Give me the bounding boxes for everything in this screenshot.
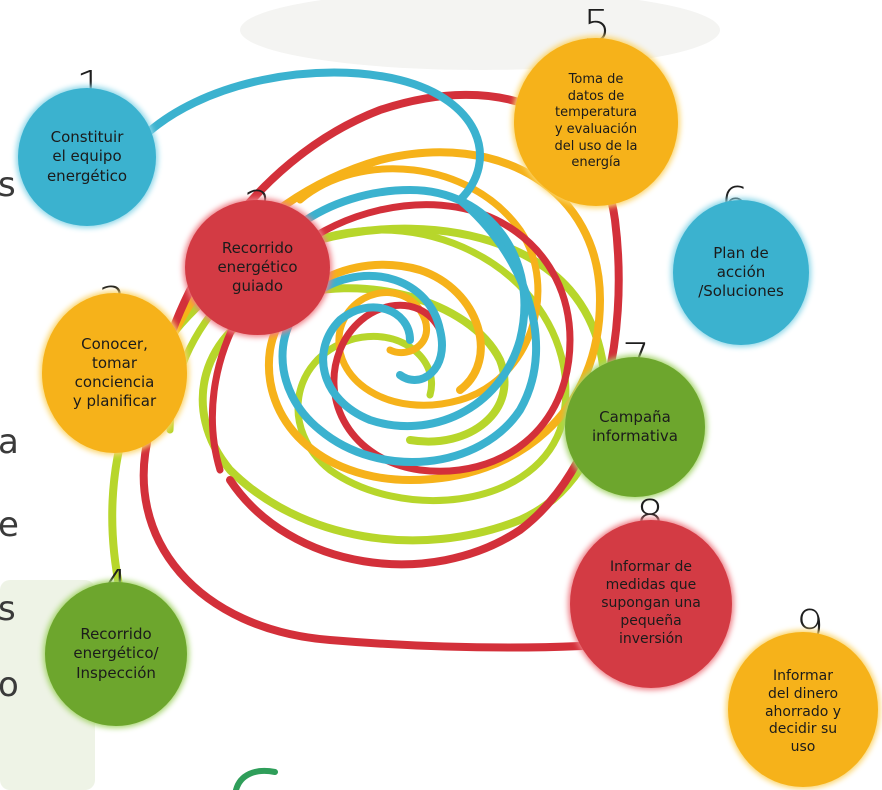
step-4-bubble: Recorrido energético/ Inspección xyxy=(45,582,187,726)
step-5-label: Toma de datos de temperatura y evaluació… xyxy=(554,72,638,171)
step-5-bubble: Toma de datos de temperatura y evaluació… xyxy=(514,38,678,206)
step-4-label: Recorrido energético/ Inspección xyxy=(73,625,159,682)
step-7-label: Campaña informativa xyxy=(592,407,678,445)
edge-letter: o xyxy=(0,665,19,705)
step-2-bubble: Recorrido energético guiado xyxy=(185,200,330,335)
step-1-bubble: Constituir el equipo energético xyxy=(18,88,156,226)
edge-letter: s xyxy=(0,589,16,629)
step-9-label: Informar del dinero ahorrado y decidir s… xyxy=(764,667,842,756)
step-9-bubble: Informar del dinero ahorrado y decidir s… xyxy=(728,632,878,787)
edge-letter: e xyxy=(0,505,19,545)
green-accent xyxy=(233,768,278,790)
blue-loop-inner xyxy=(236,186,529,431)
edge-letter: s xyxy=(0,165,16,205)
step-1-label: Constituir el equipo energético xyxy=(46,128,128,185)
step-7-bubble: Campaña informativa xyxy=(565,357,705,497)
step-2-label: Recorrido energético guiado xyxy=(217,238,298,296)
red-loop-outer xyxy=(139,90,654,652)
step-8-label: Informar de medidas que supongan una peq… xyxy=(601,559,701,647)
step-3-label: Conocer, tomar conciencia y planificar xyxy=(72,334,157,411)
step-3-bubble: Conocer, tomar conciencia y planificar xyxy=(42,293,187,453)
step-6-label: Plan de acción /Soluciones xyxy=(698,243,784,301)
blue-loop-outer xyxy=(136,68,541,467)
edge-letter: a xyxy=(0,422,19,462)
step-6-bubble: Plan de acción /Soluciones xyxy=(673,200,809,345)
step-8-bubble: Informar de medidas que supongan una peq… xyxy=(570,520,732,688)
